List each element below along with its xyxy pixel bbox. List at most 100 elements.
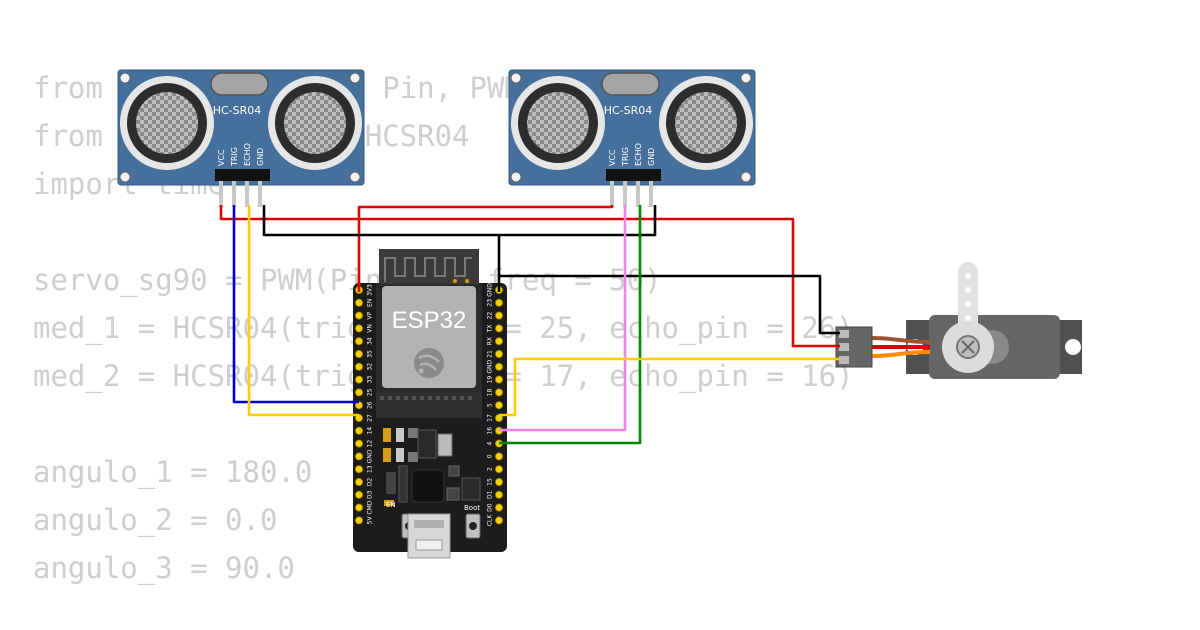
- usb-port[interactable]: [407, 513, 451, 559]
- esp32-pin-label: 3V3: [367, 284, 374, 296]
- esp32-pin-label: 12: [367, 440, 374, 448]
- esp32-pin-label: 25: [367, 388, 374, 396]
- button-boot-label: Boot: [464, 504, 480, 512]
- transducer-right: [268, 76, 362, 170]
- esp32-pin-left[interactable]: [354, 349, 363, 358]
- esp32-pin-left[interactable]: [354, 503, 363, 512]
- esp32-pin-label: GND: [367, 449, 374, 463]
- esp32-pin-right[interactable]: [494, 401, 503, 410]
- esp32-pin-label: GND: [487, 283, 494, 297]
- pin-label-gnd: GND: [647, 148, 656, 166]
- esp32-pin-label: 0: [487, 454, 494, 458]
- esp32-pin-left[interactable]: [354, 465, 363, 474]
- button-boot[interactable]: [465, 513, 481, 539]
- esp32-pin-label: 5V: [367, 516, 374, 525]
- esp32-pin-left[interactable]: [354, 337, 363, 346]
- esp32-pin-left[interactable]: [354, 426, 363, 435]
- esp32-pin-right[interactable]: [494, 490, 503, 499]
- pin-label-gnd: GND: [256, 148, 265, 166]
- esp32-pin-label: D0: [487, 503, 494, 512]
- ultrasonic-sensor-2[interactable]: HC-SR04 VCC TRIG ECHO GND: [508, 69, 756, 207]
- pin-label-vcc: VCC: [608, 149, 617, 166]
- code-line: angulo_1 = 180.0: [33, 455, 313, 489]
- esp32-pin-left[interactable]: [354, 375, 363, 384]
- pin-label-echo: ECHO: [634, 143, 643, 166]
- esp32-module-shield: [382, 286, 476, 388]
- esp32-pin-label: CMD: [367, 500, 374, 514]
- transducer-left: [120, 76, 214, 170]
- esp32-pin-right[interactable]: [494, 465, 503, 474]
- esp32-pin-label: 23: [487, 299, 494, 307]
- esp32-pin-label: 2: [487, 467, 494, 471]
- wire-servo-signal[interactable]: [499, 357, 840, 417]
- espressif-logo-icon: [414, 348, 444, 378]
- sensor-label: HC-SR04: [213, 104, 262, 117]
- esp32-pin-right[interactable]: [494, 324, 503, 333]
- esp32-pin-label: 16: [487, 427, 494, 435]
- esp32-pin-label: 26: [367, 401, 374, 409]
- esp32-pin-right[interactable]: [494, 337, 503, 346]
- esp32-pin-label: 35: [367, 350, 374, 358]
- esp32-pin-right[interactable]: [494, 362, 503, 371]
- esp32-pin-label: D1: [487, 490, 494, 499]
- pin-header-left: 3V3ENVPVN343532332526271412GND13D2D3CMD5…: [354, 284, 374, 525]
- wire-gnd-sensor1[interactable]: [262, 205, 657, 237]
- esp32-pin-left[interactable]: [354, 388, 363, 397]
- esp32-pin-left[interactable]: [354, 439, 363, 448]
- esp32-pin-left[interactable]: [354, 516, 363, 525]
- esp32-pin-label: 5: [487, 403, 494, 407]
- transducer-left: [511, 76, 605, 170]
- wire-trig-sensor2[interactable]: [499, 205, 627, 432]
- esp32-pin-left[interactable]: [354, 311, 363, 320]
- esp32-pin-label: 14: [367, 427, 374, 435]
- transducer-right: [659, 76, 753, 170]
- esp32-pin-label: TX: [487, 325, 494, 334]
- wire-vcc-sensor1[interactable]: [219, 205, 840, 348]
- esp32-pin-label: D2: [367, 478, 374, 487]
- esp32-pin-left[interactable]: [354, 324, 363, 333]
- esp32-pin-label: 18: [487, 388, 494, 396]
- esp32-pin-label: 22: [487, 312, 494, 320]
- esp32-pin-label: 32: [367, 363, 374, 371]
- pin-label-trig: TRIG: [621, 147, 630, 167]
- esp32-board[interactable]: ESP32 EN: [353, 249, 507, 559]
- esp32-pin-label: 4: [487, 442, 494, 446]
- esp32-pin-label: D3: [367, 490, 374, 499]
- esp32-pin-right[interactable]: [494, 375, 503, 384]
- esp32-pin-left[interactable]: [354, 452, 363, 461]
- code-line: angulo_2 = 0.0: [33, 503, 278, 537]
- esp32-pin-label: 15: [487, 478, 494, 486]
- esp32-pin-label: CLK: [487, 514, 494, 527]
- esp32-pin-right[interactable]: [494, 388, 503, 397]
- pin-label-echo: ECHO: [243, 143, 252, 166]
- esp32-pin-right[interactable]: [494, 503, 503, 512]
- servo-motor[interactable]: [906, 262, 1082, 379]
- esp32-pin-right[interactable]: [494, 477, 503, 486]
- esp32-pin-label: 33: [367, 376, 374, 384]
- esp32-pin-right[interactable]: [494, 311, 503, 320]
- esp32-pin-right[interactable]: [494, 298, 503, 307]
- esp32-pin-left[interactable]: [354, 362, 363, 371]
- esp32-pin-label: VN: [367, 324, 374, 333]
- esp32-pin-label: VP: [367, 311, 374, 319]
- wire-echo-sensor1[interactable]: [247, 205, 359, 417]
- wire-echo-sensor2[interactable]: [499, 205, 642, 445]
- esp32-pin-label: EN: [367, 299, 374, 307]
- esp32-pin-left[interactable]: [354, 298, 363, 307]
- esp32-pin-right[interactable]: [494, 452, 503, 461]
- wire-trig-sensor1[interactable]: [232, 205, 359, 404]
- wire-vcc-sensor2[interactable]: [357, 205, 614, 292]
- esp32-pin-label: 19: [487, 376, 494, 384]
- esp32-pin-left[interactable]: [354, 490, 363, 499]
- esp32-label: ESP32: [392, 307, 467, 334]
- servo-connector[interactable]: [835, 326, 873, 368]
- esp32-pin-label: 21: [487, 350, 494, 358]
- esp32-pin-right[interactable]: [494, 349, 503, 358]
- ultrasonic-sensor-1[interactable]: HC-SR04 VCC TRIG ECHO GND: [117, 69, 365, 207]
- pin-label-vcc: VCC: [217, 149, 226, 166]
- wire-gnd-servo[interactable]: [499, 274, 840, 335]
- esp32-pin-label: 13: [367, 465, 374, 473]
- esp32-pin-right[interactable]: [494, 516, 503, 525]
- esp32-pin-left[interactable]: [354, 477, 363, 486]
